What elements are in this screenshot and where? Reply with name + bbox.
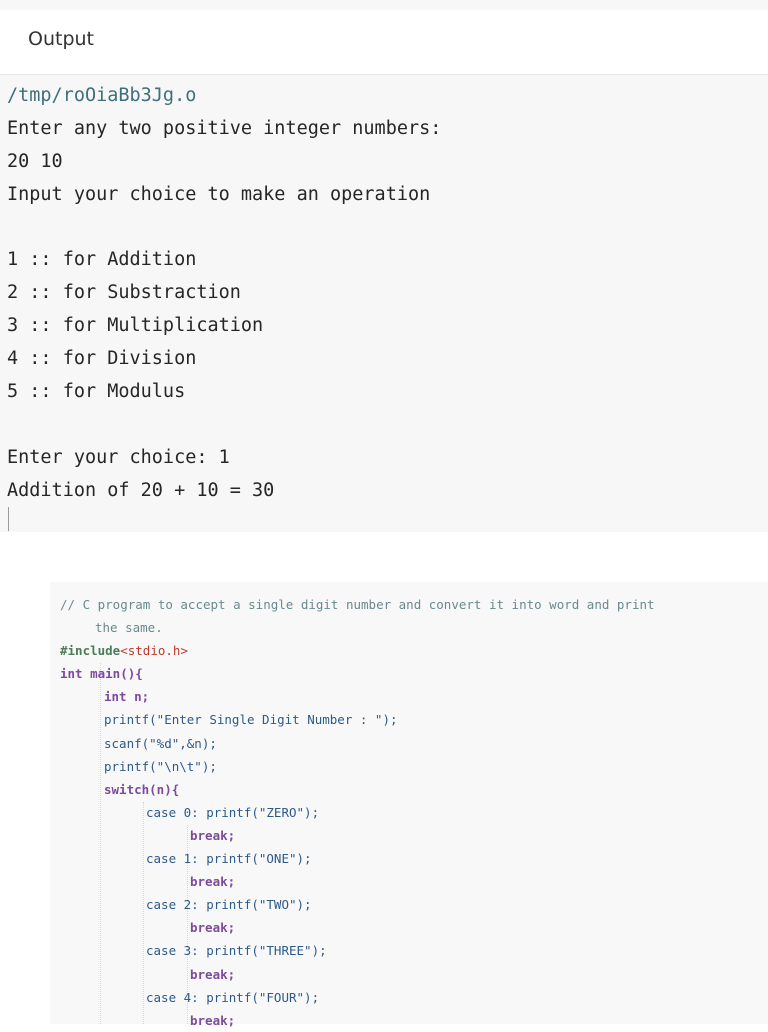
code-snippet-panel: [50, 582, 768, 1024]
console-line: Addition of 20 + 10 = 30: [7, 479, 275, 501]
output-title: Output: [28, 28, 94, 50]
indent-guide: [143, 802, 144, 1024]
console-line: Enter your choice: 1: [7, 446, 230, 468]
code-printf: printf("Enter Single Digit Number : ");: [104, 712, 398, 728]
console-line: 4 :: for Division: [7, 348, 197, 370]
code-case: case 4: printf("FOUR");: [146, 989, 320, 1005]
text-cursor: [8, 507, 9, 531]
console-line: Enter any two positive integer numbers:: [7, 117, 442, 139]
console-line: 1 :: for Addition: [7, 249, 197, 271]
console-line: Input your choice to make an operation: [7, 183, 431, 205]
code-case: case 1: printf("ONE");: [146, 851, 312, 867]
code-break: break;: [190, 920, 236, 936]
include-directive: #include: [60, 643, 121, 659]
code-break: break;: [190, 966, 236, 982]
code-case: case 3: printf("THREE");: [146, 943, 327, 959]
console-line: 2 :: for Substraction: [7, 282, 241, 304]
console-line-blank: [7, 409, 441, 442]
console-line: 20 10: [7, 150, 63, 172]
console-line: 3 :: for Multiplication: [7, 315, 264, 337]
console-line-path: /tmp/roOiaBb3Jg.o: [7, 85, 197, 106]
code-var-decl: int n;: [104, 689, 150, 705]
code-case: case 0: printf("ZERO");: [146, 804, 320, 820]
code-printf: printf("\n\t");: [104, 758, 217, 774]
code-block[interactable]: // C program to accept a single digit nu…: [60, 593, 655, 1032]
console-line: 5 :: for Modulus: [7, 381, 186, 403]
console-line-blank: [7, 212, 441, 245]
code-include: #include<stdio.h>: [60, 639, 655, 662]
indent-guide: [187, 825, 188, 1024]
code-break: break;: [190, 874, 236, 890]
code-scanf: scanf("%d",&n);: [104, 735, 217, 751]
include-header: <stdio.h>: [120, 643, 188, 659]
code-break: break;: [190, 827, 236, 843]
code-comment: // C program to accept a single digit nu…: [60, 597, 655, 612]
output-header: Output: [0, 10, 768, 75]
code-break: break;: [190, 1012, 236, 1028]
code-case: case 2: printf("TWO");: [146, 897, 312, 913]
console-output[interactable]: /tmp/roOiaBb3Jg.o Enter any two positive…: [7, 80, 441, 508]
code-main-decl: int main(){: [60, 666, 143, 682]
code-comment: the same.: [95, 620, 163, 636]
indent-guide: [100, 663, 101, 1024]
output-panel: Output /tmp/roOiaBb3Jg.o Enter any two p…: [0, 10, 768, 531]
code-switch: switch(n){: [104, 781, 180, 797]
